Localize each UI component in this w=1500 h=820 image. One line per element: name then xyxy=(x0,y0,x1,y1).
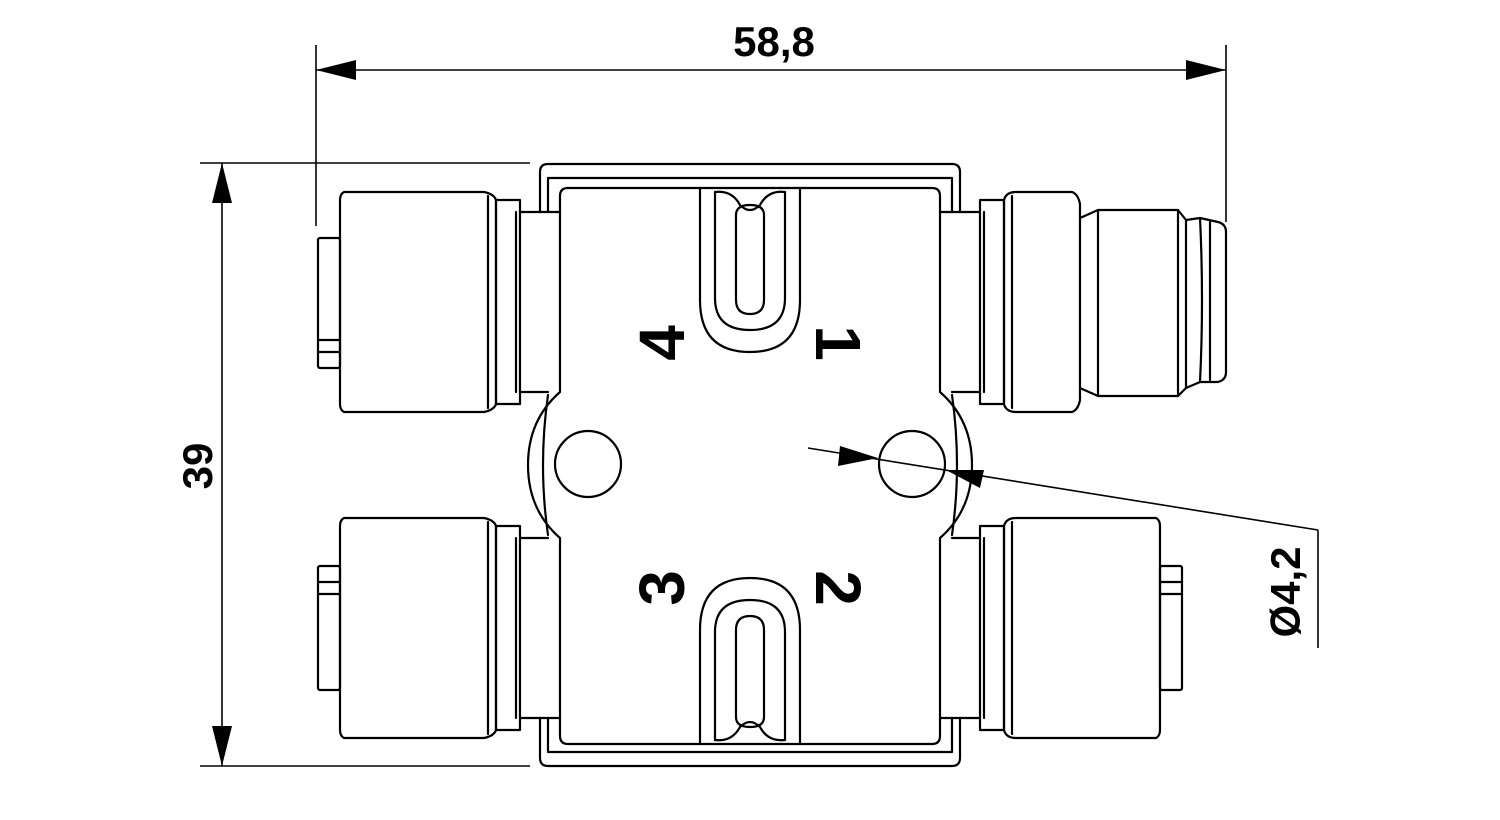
height-dimension-label: 39 xyxy=(174,443,221,490)
width-dimension: 58,8 xyxy=(315,18,1227,226)
connector-top-left xyxy=(316,190,550,414)
port-label-4: 4 xyxy=(626,325,698,361)
port-label-1: 1 xyxy=(802,325,874,361)
height-dimension: 39 xyxy=(174,162,530,767)
width-dimension-label: 58,8 xyxy=(733,18,815,65)
mounting-hole-right xyxy=(877,429,947,499)
port-label-2: 2 xyxy=(802,570,874,606)
mounting-hole-left xyxy=(553,429,623,499)
connector-bottom-right xyxy=(950,516,1184,740)
housing-body xyxy=(526,162,974,768)
hole-diameter-dimension: Ø4,2 xyxy=(807,446,1319,648)
port-label-3: 3 xyxy=(626,570,698,606)
connector-bottom-left xyxy=(316,516,550,740)
hole-diameter-label: Ø4,2 xyxy=(1262,546,1309,637)
connector-top-right xyxy=(950,190,1228,414)
